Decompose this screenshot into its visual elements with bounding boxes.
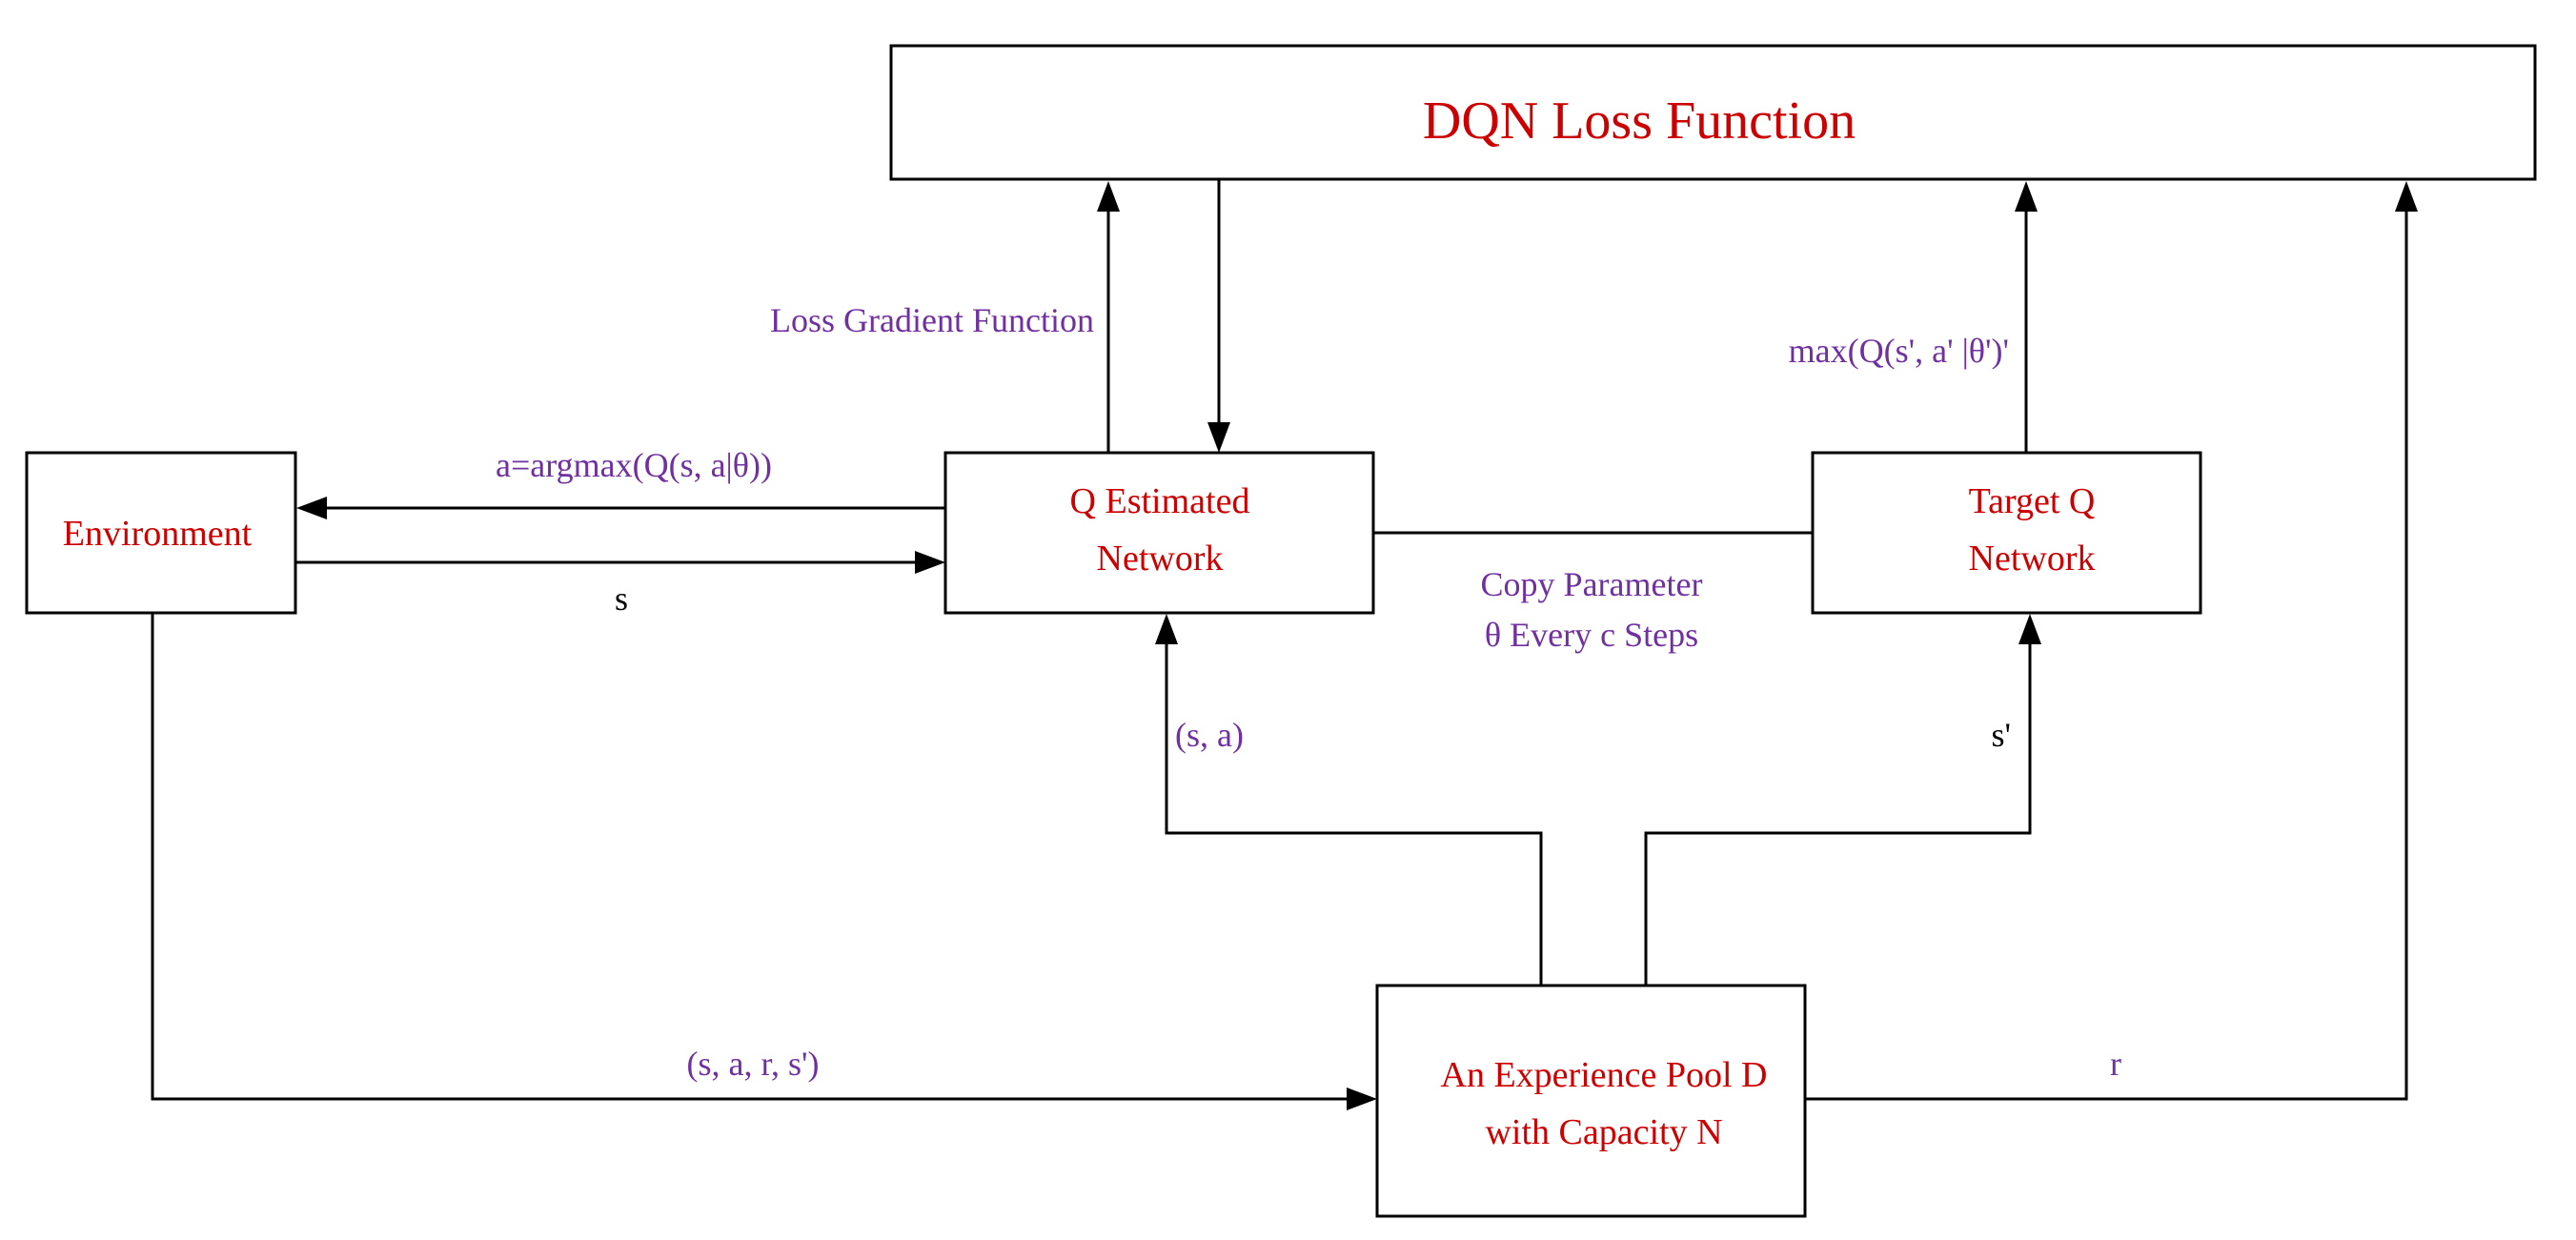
max-q-label: max(Q(s', a' |θ')' bbox=[1789, 332, 2009, 370]
target-q-network-node[interactable]: Target Q Network bbox=[1811, 451, 2202, 615]
target-q-label-line2: Network bbox=[1969, 539, 2096, 579]
q-estimated-network-node[interactable]: Q Estimated Network bbox=[943, 451, 1375, 615]
edge-pool-to-target-q bbox=[1644, 614, 2041, 986]
next-state-label: s' bbox=[1992, 716, 2012, 754]
edge-pool-to-loss bbox=[1805, 181, 2418, 1101]
transition-label: (s, a, r, s') bbox=[686, 1045, 819, 1083]
experience-pool-label-line1: An Experience Pool D bbox=[1441, 1055, 1768, 1095]
edge-action-to-environment bbox=[296, 497, 945, 519]
edge-q-estimated-to-loss bbox=[1097, 181, 1120, 453]
loss-gradient-label: Loss Gradient Function bbox=[770, 301, 1094, 339]
action-label: a=argmax(Q(s, a|θ)) bbox=[496, 446, 772, 484]
target-q-label-line1: Target Q bbox=[1969, 481, 2096, 521]
edge-pool-to-q-estimated bbox=[1155, 614, 1543, 986]
experience-pool-label-line2: with Capacity N bbox=[1485, 1112, 1722, 1152]
edge-target-q-to-loss bbox=[2015, 181, 2038, 453]
reward-label: r bbox=[2110, 1045, 2121, 1083]
state-label: s bbox=[615, 579, 628, 618]
edge-state-to-q-estimated bbox=[295, 551, 945, 574]
sample-sa-label: (s, a) bbox=[1175, 716, 1244, 754]
environment-label: Environment bbox=[63, 514, 253, 554]
loss-function-label: DQN Loss Function bbox=[1423, 91, 1856, 151]
copy-parameter-label-line1: Copy Parameter bbox=[1481, 565, 1703, 603]
edge-loss-to-q-estimated bbox=[1207, 179, 1230, 453]
environment-node[interactable]: Environment bbox=[25, 451, 297, 615]
q-estimated-label-line2: Network bbox=[1097, 539, 1224, 579]
loss-function-node[interactable]: DQN Loss Function bbox=[889, 44, 2537, 181]
copy-parameter-label-line2: θ Every c Steps bbox=[1485, 616, 1698, 654]
q-estimated-label-line1: Q Estimated bbox=[1070, 481, 1250, 521]
edge-environment-to-pool bbox=[151, 613, 1377, 1110]
experience-pool-node[interactable]: An Experience Pool D with Capacity N bbox=[1375, 984, 1807, 1218]
